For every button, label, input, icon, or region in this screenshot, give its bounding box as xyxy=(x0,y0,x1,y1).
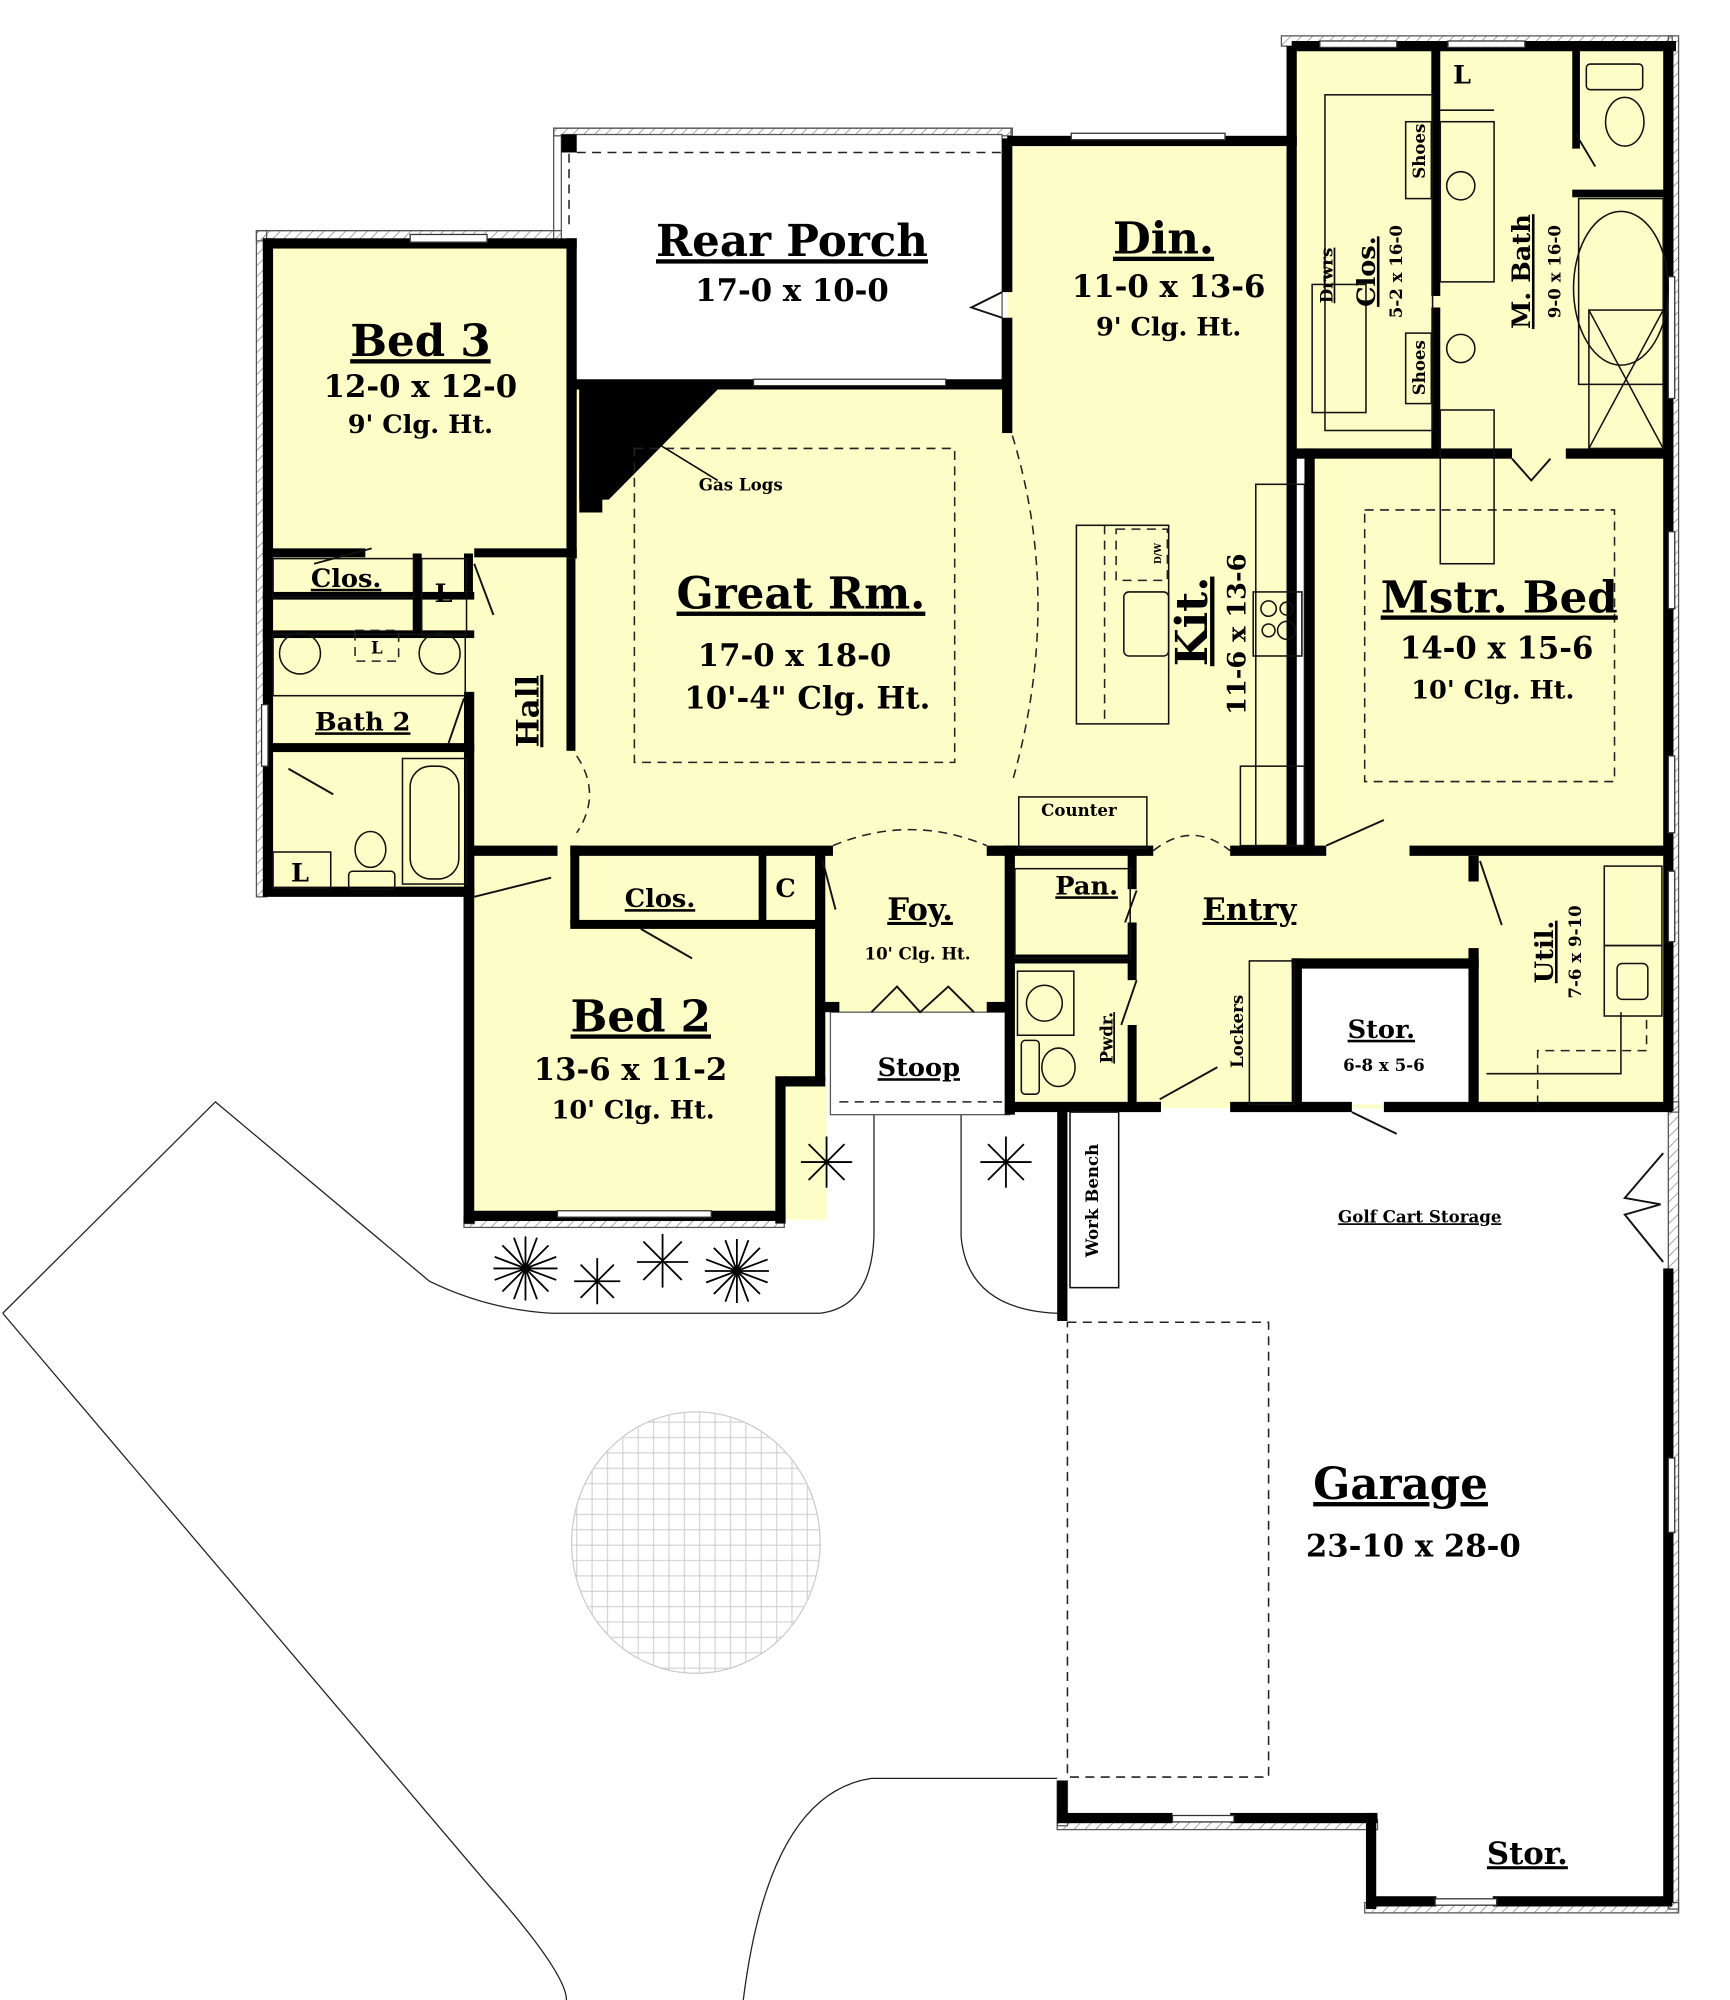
bath2-fixtures xyxy=(272,557,468,890)
bed2-ceiling: 10' Clg. Ht. xyxy=(552,1096,715,1126)
rear-porch-title: Rear Porch xyxy=(656,216,928,267)
room-labels: Rear Porch 17-0 x 10-0 Bed 3 12-0 x 12-0… xyxy=(291,60,1618,1872)
coat-closet-label: C xyxy=(775,874,795,904)
hall-linen-label: L xyxy=(434,579,452,609)
master-linen-label: L xyxy=(1453,60,1471,90)
master-closet-title: Clos. xyxy=(1352,236,1382,307)
entry-title: Entry xyxy=(1202,892,1297,928)
bed2-closet-label: Clos. xyxy=(625,884,696,914)
windows xyxy=(260,40,1676,1906)
master-closet-shoes-top: Shoes xyxy=(1409,124,1429,179)
stoop-title: Stoop xyxy=(878,1053,960,1083)
great-room-title: Great Rm. xyxy=(677,569,926,620)
bath2-vanity-linen: L xyxy=(371,637,383,657)
garage-size: 23-10 x 28-0 xyxy=(1306,1529,1521,1565)
utility-size: 7-6 x 9-10 xyxy=(1565,905,1585,998)
dining-size: 11-0 x 13-6 xyxy=(1072,269,1266,305)
landscape-plants xyxy=(493,1136,1032,1305)
dining-title: Din. xyxy=(1113,214,1214,265)
dishwasher-label: D/W xyxy=(1154,542,1164,564)
master-bath-fixtures xyxy=(1311,63,1670,565)
kitchen-size: 11-6 x 13-6 xyxy=(1223,554,1253,715)
pantry-title: Pan. xyxy=(1055,871,1118,901)
bed3-ceiling: 9' Clg. Ht. xyxy=(348,410,493,440)
dining-ceiling: 9' Clg. Ht. xyxy=(1096,313,1241,343)
great-room-ceiling: 10'-4" Clg. Ht. xyxy=(684,681,930,717)
storage-entry-title: Stor. xyxy=(1348,1015,1415,1045)
dashed-features xyxy=(576,435,1616,1778)
bed2-size: 13-6 x 11-2 xyxy=(534,1052,728,1088)
utility-title: Util. xyxy=(1530,921,1560,984)
rear-porch-size: 17-0 x 10-0 xyxy=(695,273,889,309)
hall-title: Hall xyxy=(510,675,546,747)
master-closet-drawers: Drwrs xyxy=(1317,248,1337,304)
kitchen-fixtures: D/W xyxy=(1017,483,1306,849)
golf-cart-label: Golf Cart Storage xyxy=(1338,1206,1501,1226)
bed3-size: 12-0 x 12-0 xyxy=(324,369,518,405)
driveway xyxy=(2,1100,1058,2000)
master-bath-title: M. Bath xyxy=(1507,214,1537,329)
counter-label: Counter xyxy=(1041,800,1117,820)
master-bed-title: Mstr. Bed xyxy=(1381,572,1618,623)
bath2-linen: L xyxy=(291,858,309,888)
doors xyxy=(287,134,1664,1263)
master-bed-ceiling: 10' Clg. Ht. xyxy=(1411,675,1574,705)
master-closet-size: 5-2 x 16-0 xyxy=(1386,225,1406,318)
paver-circle xyxy=(570,1411,821,1674)
foyer-title: Foy. xyxy=(887,892,953,928)
service-fixtures xyxy=(1014,865,1663,1289)
garage-title: Garage xyxy=(1313,1459,1488,1510)
great-room-size: 17-0 x 18-0 xyxy=(698,638,892,674)
storage-entry-size: 6-8 x 5-6 xyxy=(1343,1055,1425,1075)
master-bath-size: 9-0 x 16-0 xyxy=(1545,225,1565,318)
master-bed-size: 14-0 x 15-6 xyxy=(1400,631,1594,667)
garage-storage-title: Stor. xyxy=(1487,1836,1568,1872)
bed3-title: Bed 3 xyxy=(350,316,490,367)
lockers-label: Lockers xyxy=(1227,995,1247,1068)
bed2-title: Bed 2 xyxy=(571,991,711,1042)
bed3-closet-label: Clos. xyxy=(311,564,382,594)
foyer-ceiling: 10' Clg. Ht. xyxy=(865,944,971,964)
kitchen-title: Kit. xyxy=(1167,577,1218,667)
work-bench-label: Work Bench xyxy=(1082,1144,1102,1259)
master-closet-shoes-bottom: Shoes xyxy=(1409,340,1429,395)
powder-title: Pwdr. xyxy=(1096,1012,1116,1064)
bath2-title: Bath 2 xyxy=(315,707,410,737)
gas-logs-label: Gas Logs xyxy=(699,475,783,495)
